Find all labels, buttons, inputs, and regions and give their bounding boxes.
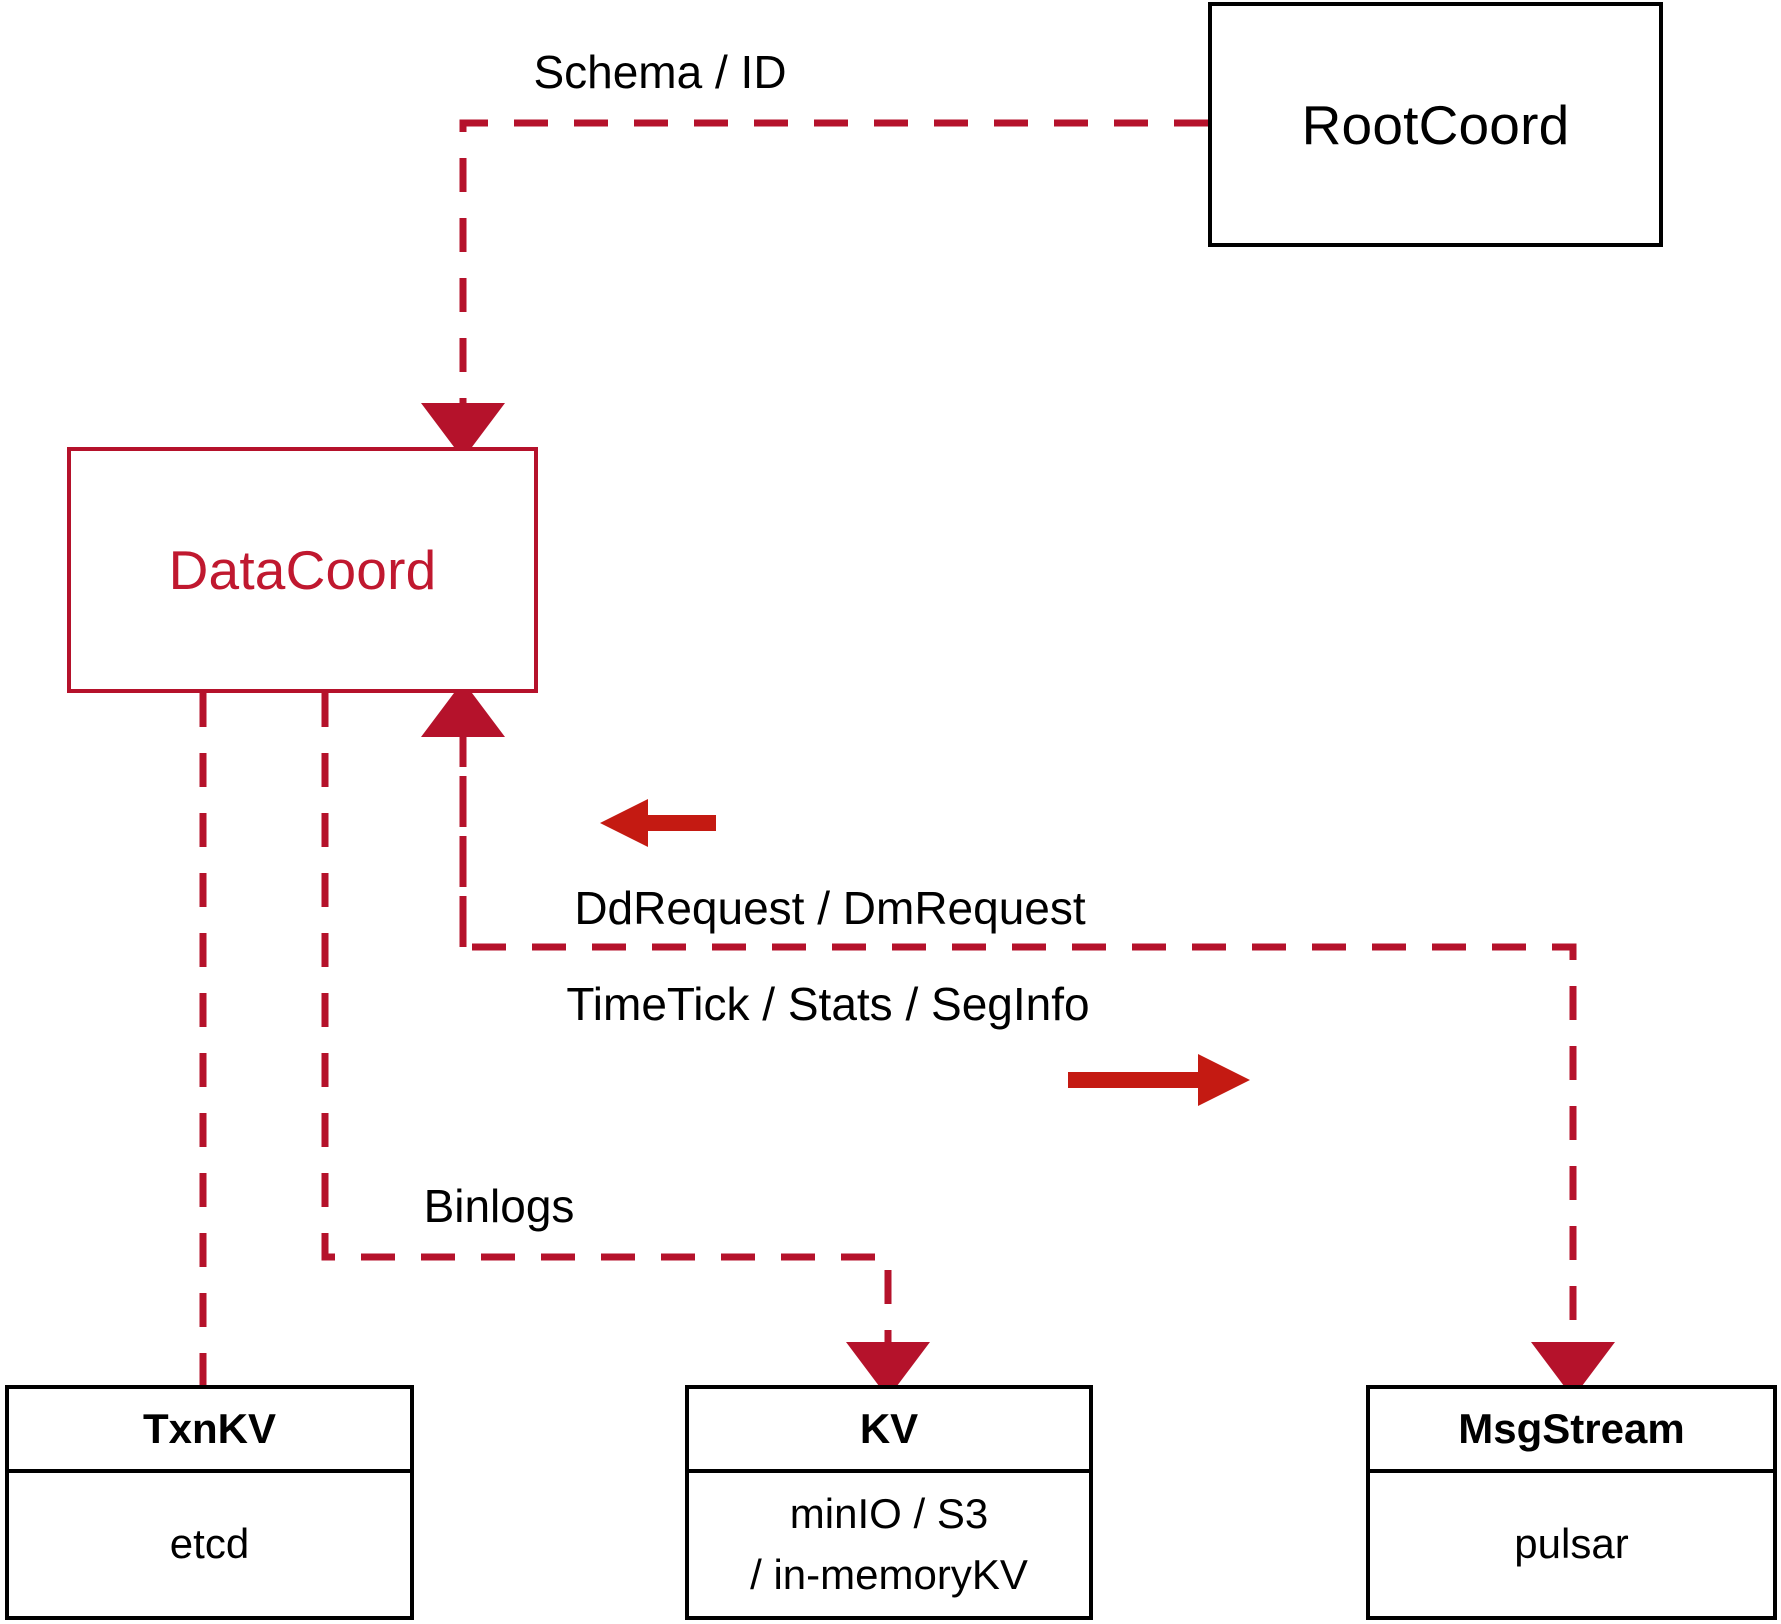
node-msgstream-header: MsgStream [1370,1389,1773,1473]
node-rootcoord[interactable]: RootCoord [1208,2,1663,247]
node-kv-body-line-2: / in-memoryKV [750,1550,1028,1598]
edge-label-schema-id: Schema / ID [533,46,787,98]
node-kv-body-line-1: minIO / S3 [789,1489,989,1537]
direction-arrow-left [600,799,716,847]
node-txnkv-body-line-1: etcd [169,1520,250,1568]
direction-arrow-right [1068,1054,1250,1106]
node-kv-header: KV [689,1389,1089,1473]
node-kv-body: minIO / S3 / in-memoryKV [689,1473,1089,1616]
edge-label-dd-dm-request: DdRequest / DmRequest [574,882,1086,934]
node-msgstream[interactable]: MsgStream pulsar [1366,1385,1777,1620]
node-rootcoord-label: RootCoord [1301,93,1570,156]
edge-schema-id [421,119,1208,459]
node-txnkv-body: etcd [9,1473,410,1616]
node-datacoord[interactable]: DataCoord [67,447,538,693]
node-msgstream-body-line-1: pulsar [1514,1520,1629,1568]
node-kv[interactable]: KV minIO / S3 / in-memoryKV [685,1385,1093,1620]
edge-msgstream-datacoord [421,681,1615,1398]
edge-label-binlogs: Binlogs [423,1180,575,1232]
node-txnkv[interactable]: TxnKV etcd [5,1385,414,1620]
node-msgstream-body: pulsar [1370,1473,1773,1616]
node-txnkv-header: TxnKV [9,1389,410,1473]
edge-label-timetick-stats-seginfo: TimeTick / Stats / SegInfo [566,978,1090,1030]
node-datacoord-label: DataCoord [168,539,437,601]
